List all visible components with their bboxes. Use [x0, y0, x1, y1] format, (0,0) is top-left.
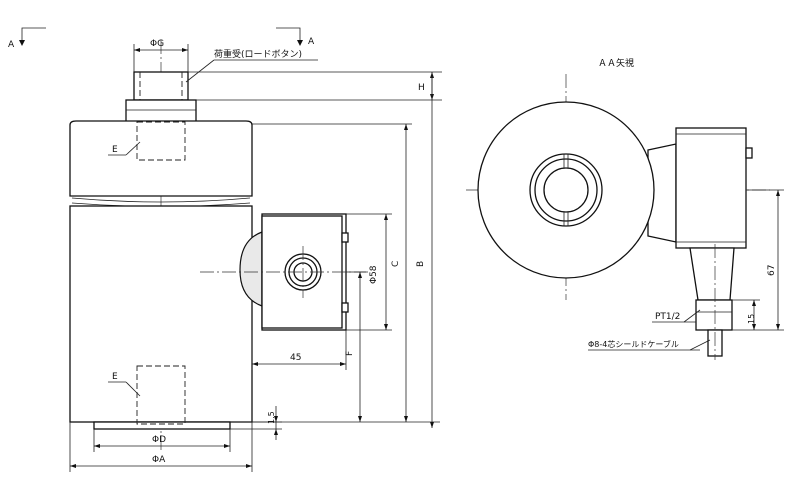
dim-h-label: H: [418, 83, 425, 93]
dim-c-label: C: [391, 261, 401, 267]
dim-c: C: [252, 123, 412, 422]
label-e-top: E: [112, 145, 118, 155]
dim-45: 45: [251, 330, 347, 370]
bottom-flange: [93, 421, 231, 430]
dim-67: 67: [732, 189, 784, 331]
dim-15: 15: [732, 299, 760, 330]
dim-1-5: 1.5: [230, 406, 282, 440]
dim-d-label: ΦD: [152, 435, 166, 445]
dim-58-label: Φ58: [369, 265, 379, 284]
label-e-bottom: E: [112, 372, 118, 382]
load-button: [133, 71, 189, 101]
dim-1-5-label: 1.5: [267, 411, 276, 424]
connector-fillet: [239, 231, 263, 307]
load-button-label: 荷重受(ロードボタン): [214, 48, 302, 60]
thread-label: PT1/2: [655, 312, 680, 322]
dim-d: ΦD: [93, 429, 231, 452]
cable-callout: Φ8-4芯シールドケーブル: [588, 339, 711, 351]
dim-g-label: ΦG: [150, 39, 164, 49]
thread-callout: PT1/2: [652, 309, 701, 323]
top-thread-hidden: [136, 121, 186, 161]
dim-g: ΦG: [133, 39, 189, 72]
connector-bolt-top: [341, 232, 349, 243]
dim-58: Φ58: [346, 213, 392, 331]
connector-bolt-bottom: [341, 302, 349, 313]
load-button-callout: 荷重受(ロードボタン): [185, 48, 318, 83]
body-cap: [69, 120, 253, 197]
e-top-callout: E: [108, 141, 141, 156]
dim-h: H: [188, 71, 442, 101]
side-bolt: [745, 147, 753, 159]
side-view-title: ＡＡ矢視: [598, 57, 634, 69]
front-view: A A: [8, 27, 442, 472]
dim-15-label: 15: [747, 314, 756, 324]
side-view: ＡＡ矢視 67: [466, 57, 784, 360]
load-button-base: [125, 99, 197, 123]
side-gland-nut: [695, 299, 733, 331]
bottom-thread-hidden: [136, 365, 186, 425]
section-mark-left-label: A: [8, 40, 15, 50]
body-lower: [69, 205, 253, 423]
dim-f-label: F: [345, 351, 355, 356]
cable-label: Φ8-4芯シールドケーブル: [588, 339, 679, 349]
dim-b-label: B: [416, 261, 426, 267]
section-mark-left: A: [8, 27, 46, 50]
dim-a-label: ΦA: [152, 455, 166, 465]
side-ring-inner: [543, 167, 589, 213]
dim-a: ΦA: [69, 422, 253, 472]
dim-f: F: [345, 271, 366, 422]
dim-67-label: 67: [767, 265, 777, 276]
dim-45-label: 45: [290, 353, 301, 363]
e-bottom-callout: E: [108, 372, 141, 397]
side-connector-housing: [675, 127, 747, 249]
section-mark-right: A: [276, 27, 315, 47]
side-gland-body: [689, 247, 735, 301]
section-mark-right-label: A: [308, 37, 315, 47]
dim-b: B: [252, 72, 440, 428]
